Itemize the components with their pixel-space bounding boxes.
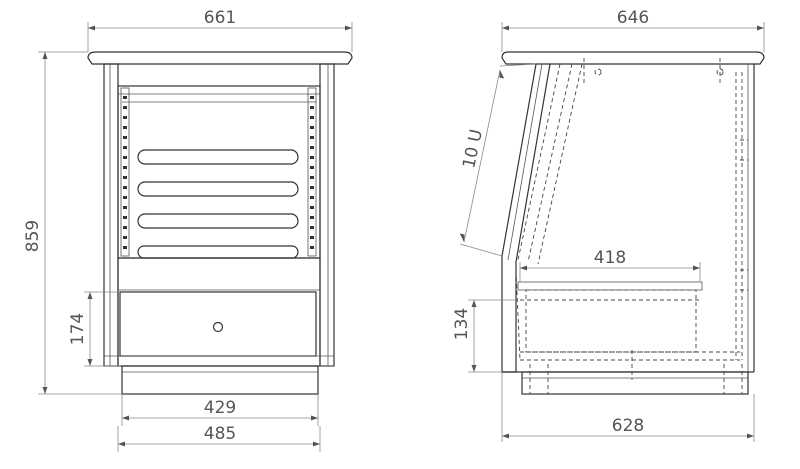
- dim-lower-height: 134: [452, 308, 472, 340]
- side-dimensions: 646 10 U 418 134 628: [452, 8, 765, 442]
- front-top-slab: [87, 51, 353, 65]
- dim-rack-units: 10 U: [459, 128, 487, 171]
- dim-base-depth: 628: [612, 416, 644, 436]
- dim-shelf-depth: 418: [594, 248, 626, 268]
- front-right-post: [319, 63, 335, 367]
- hidden-rack-rail: [517, 63, 583, 265]
- hidden-drawer: [525, 289, 697, 353]
- vent-slot-1: [137, 149, 299, 165]
- side-top-slab: [501, 51, 765, 65]
- front-rack-frame: [117, 85, 321, 259]
- dim-front-height: 859: [23, 220, 43, 252]
- dim-drawer-height: 174: [68, 313, 88, 345]
- vent-slot-4: [137, 245, 299, 259]
- hidden-fasteners: [529, 58, 748, 394]
- front-left-rail: [120, 87, 130, 257]
- side-shelf: [517, 281, 703, 291]
- dim-drawer-width: 429: [204, 398, 236, 418]
- front-right-rail: [307, 87, 317, 257]
- dim-front-width: 661: [204, 8, 236, 28]
- front-lower-section: [117, 257, 321, 367]
- front-dimensions: 661 859 174 429 485: [23, 8, 353, 452]
- front-left-post: [103, 63, 119, 367]
- side-view: [501, 51, 765, 395]
- vent-slot-3: [137, 213, 299, 229]
- dim-side-depth: 646: [617, 8, 649, 28]
- front-drawer: [119, 291, 317, 357]
- side-base: [521, 371, 749, 395]
- drawer-knob: [212, 321, 224, 333]
- dim-base-width: 485: [204, 424, 236, 444]
- front-view: [87, 51, 353, 395]
- rail-holes: [123, 96, 314, 249]
- front-base-plinth: [121, 365, 319, 395]
- vent-slot-2: [137, 181, 299, 197]
